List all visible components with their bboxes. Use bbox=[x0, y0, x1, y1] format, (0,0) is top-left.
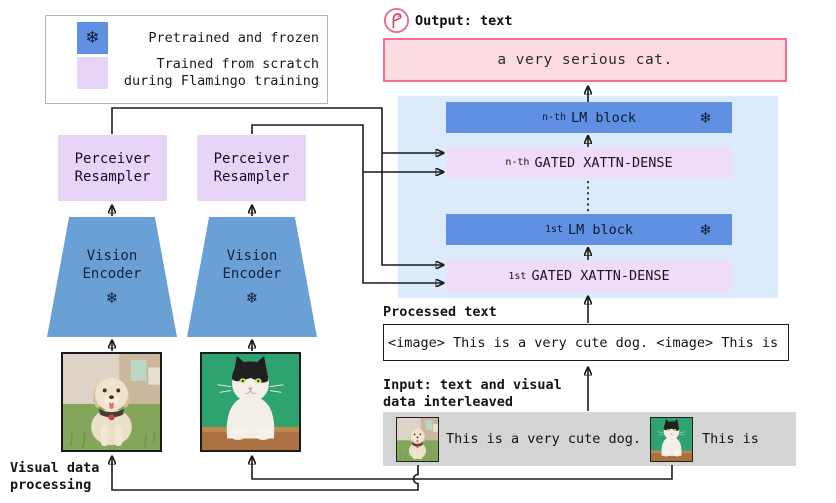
legend: ❄ Pretrained and frozen Trained from scr… bbox=[45, 15, 328, 104]
processed-text-content: <image> This is a very cute dog. <image>… bbox=[388, 334, 779, 351]
legend-text: during Flamingo training bbox=[123, 73, 319, 89]
snowflake-icon: ❄ bbox=[699, 108, 712, 127]
visual-data-label-line: processing bbox=[10, 477, 92, 493]
block-prefix: 1st bbox=[508, 270, 527, 282]
legend-label-frozen: Pretrained and frozen bbox=[112, 22, 319, 54]
block-prefix: 1st bbox=[544, 224, 564, 235]
perceiver-label-line: Perceiver bbox=[213, 151, 290, 167]
nth-gated-xattn-dense-block: n-th GATED XATTN-DENSE bbox=[446, 147, 732, 178]
frozen-legend-swatch: ❄ bbox=[77, 22, 108, 54]
block-label: GATED XATTN-DENSE bbox=[534, 154, 673, 171]
dog-thumbnail bbox=[396, 417, 439, 462]
perceiver-resampler-1: Perceiver Resampler bbox=[58, 135, 167, 201]
first-lm-block: 1st LM block ❄ bbox=[446, 214, 732, 245]
encoder-label-line: Vision bbox=[86, 248, 138, 264]
perceiver-label-line: Resampler bbox=[74, 169, 151, 185]
trained-legend-swatch bbox=[77, 57, 108, 89]
interleaved-input-box: This is a very cute dog. This is bbox=[383, 412, 796, 466]
encoder-label-line: Encoder bbox=[222, 266, 282, 282]
output-caption: Output: text bbox=[383, 7, 513, 34]
encoder-label-line: Vision bbox=[226, 248, 278, 264]
cat-thumbnail bbox=[650, 417, 693, 462]
cat-image bbox=[200, 352, 301, 452]
input-text-segment: This is bbox=[702, 431, 759, 447]
visual-data-processing-label: Visual data processing bbox=[10, 460, 99, 494]
encoder-label-line: Encoder bbox=[82, 266, 142, 282]
snowflake-icon: ❄ bbox=[699, 220, 712, 239]
input-label-line: data interleaved bbox=[383, 393, 514, 410]
block-prefix: n-th bbox=[541, 112, 567, 123]
legend-text: Trained from scratch bbox=[156, 56, 319, 72]
snowflake-icon: ❄ bbox=[105, 289, 119, 307]
input-label: Input: text and visual data interleaved bbox=[383, 377, 562, 410]
flamingo-icon bbox=[383, 7, 410, 34]
snowflake-icon: ❄ bbox=[245, 289, 259, 307]
snowflake-icon: ❄ bbox=[85, 28, 100, 48]
dog-image bbox=[61, 352, 162, 452]
vision-encoder-1: Vision Encoder ❄ bbox=[47, 217, 177, 337]
perceiver-label-line: Perceiver bbox=[74, 151, 151, 167]
legend-label-trained: Trained from scratch during Flamingo tra… bbox=[86, 55, 319, 91]
vision-encoder-2: Vision Encoder ❄ bbox=[187, 217, 317, 337]
input-text-segment: This is a very cute dog. bbox=[446, 431, 642, 447]
perceiver-resampler-2: Perceiver Resampler bbox=[197, 135, 306, 201]
processed-text-label: Processed text bbox=[383, 304, 497, 320]
output-text-box: a very serious cat. bbox=[383, 38, 787, 82]
output-text: a very serious cat. bbox=[497, 52, 673, 68]
block-label: LM block bbox=[571, 109, 637, 126]
input-label-line: Input: text and visual bbox=[383, 377, 562, 393]
perceiver-label-line: Resampler bbox=[213, 169, 290, 185]
legend-text: Pretrained and frozen bbox=[148, 29, 319, 46]
block-label: LM block bbox=[568, 221, 634, 238]
first-gated-xattn-dense-block: 1st GATED XATTN-DENSE bbox=[446, 260, 732, 292]
nth-lm-block: n-th LM block ❄ bbox=[446, 102, 732, 133]
processed-text-box: <image> This is a very cute dog. <image>… bbox=[383, 324, 789, 361]
block-prefix: n-th bbox=[505, 157, 530, 168]
output-label: Output: text bbox=[415, 12, 513, 29]
visual-data-label-line: Visual data bbox=[10, 460, 100, 476]
block-label: GATED XATTN-DENSE bbox=[531, 268, 670, 284]
